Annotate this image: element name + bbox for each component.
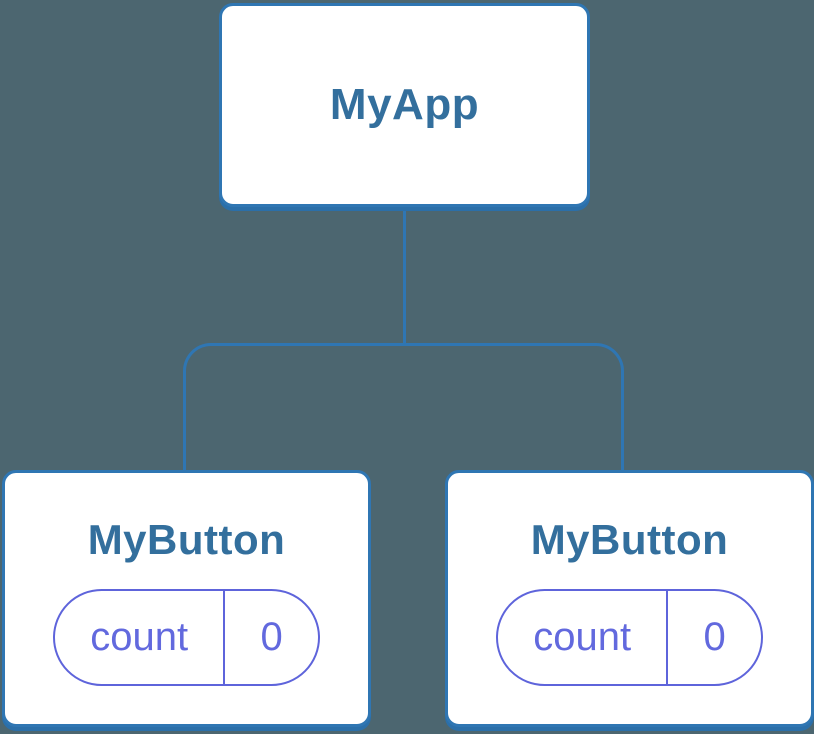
node-mybutton-left-label: MyButton bbox=[87, 516, 286, 563]
node-mybutton-left: MyButton count 0 bbox=[2, 470, 371, 727]
connector-stem bbox=[403, 205, 406, 345]
state-pill-left: count 0 bbox=[53, 589, 320, 687]
node-mybutton-right-label: MyButton bbox=[530, 516, 729, 563]
state-value: 0 bbox=[260, 615, 283, 660]
node-myapp: MyApp bbox=[219, 3, 590, 207]
state-pill-right: count 0 bbox=[496, 589, 763, 687]
node-mybutton-right: MyButton count 0 bbox=[445, 470, 814, 727]
state-key-label: count bbox=[498, 591, 669, 685]
connector-bracket bbox=[183, 343, 624, 470]
state-key-label: count bbox=[55, 591, 226, 685]
state-value: 0 bbox=[703, 615, 726, 660]
node-myapp-label: MyApp bbox=[329, 79, 480, 129]
